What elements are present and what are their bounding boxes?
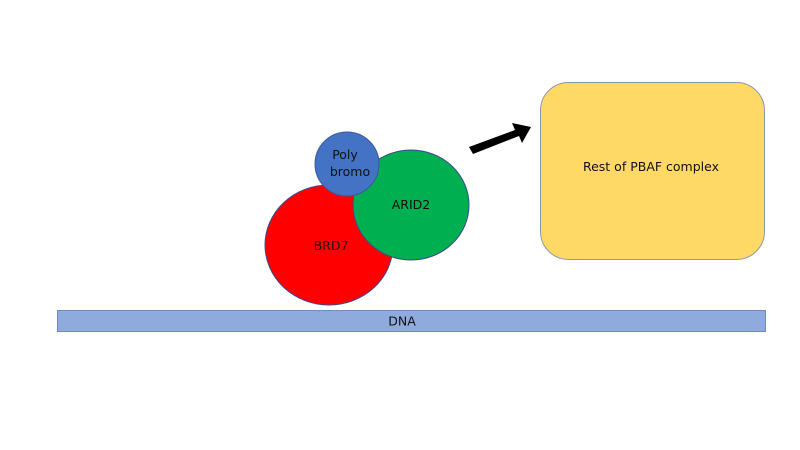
dna-label: DNA [388,314,416,329]
polybromo-label-line2: bromo [330,164,370,179]
brd7-label: BRD7 [314,238,349,253]
dna-bar [57,310,766,332]
polybromo-protein: Poly bromo [314,131,380,197]
arid2-ellipse [352,149,470,261]
arrow-icon [469,123,531,154]
pbaf-box [540,82,765,260]
pbaf-label: Rest of PBAF complex [583,159,719,174]
pbaf-complex: Rest of PBAF complex [540,82,765,260]
dna-strand: DNA [57,310,766,332]
arid2-protein: ARID2 [352,149,470,261]
arid2-label: ARID2 [392,197,431,212]
arrow-shape [469,123,531,154]
polybromo-circle [314,131,380,197]
polybromo-label-line1: Poly [332,147,358,162]
